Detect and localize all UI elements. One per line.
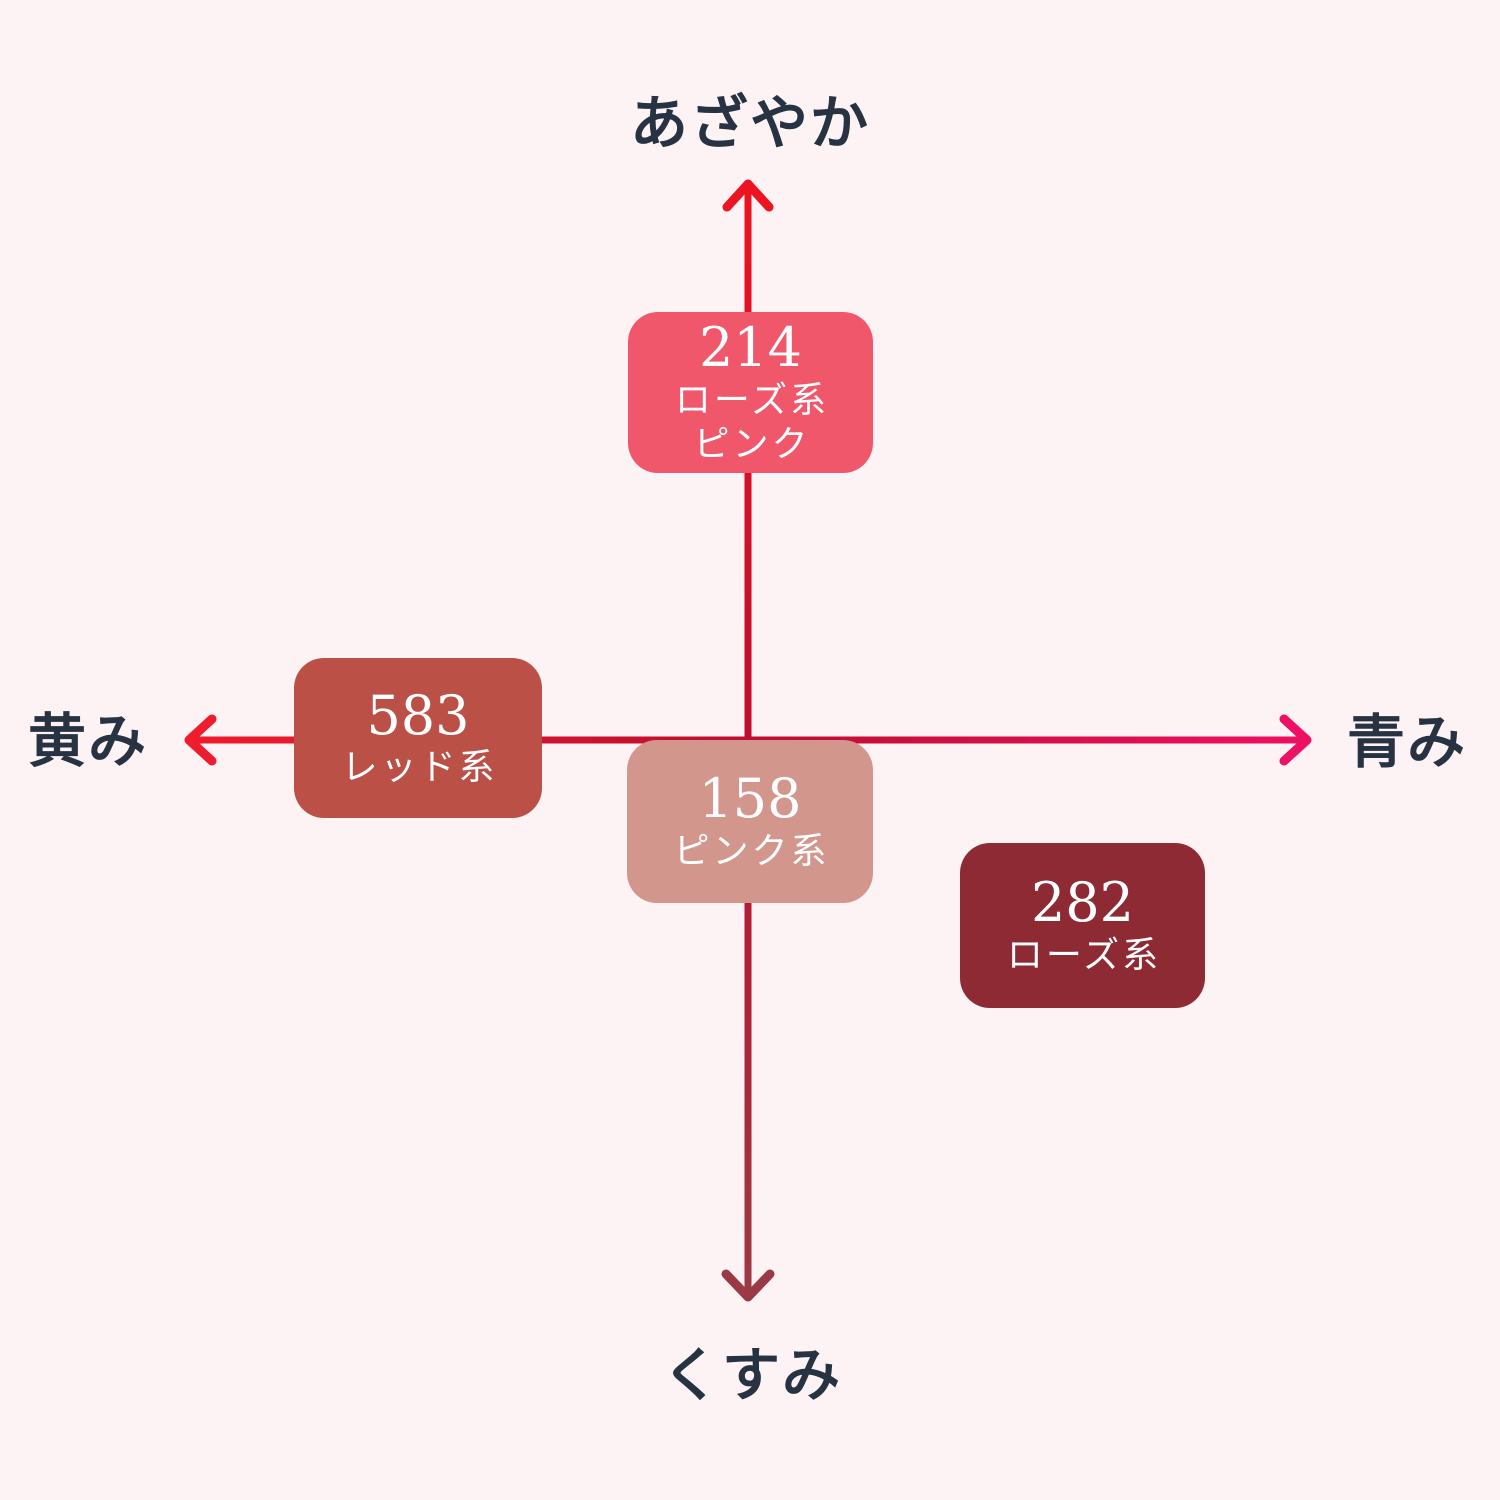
product-type-label: ローズ系 <box>1006 934 1162 976</box>
product-type-label: ピンク系 <box>673 830 830 872</box>
left-arrowhead-icon <box>184 714 217 766</box>
right-arrowhead-icon <box>1279 714 1312 766</box>
axis-label-vivid: あざやか <box>629 91 871 156</box>
product-type-label: レッド系 <box>341 747 498 789</box>
product-type-label-line2: ピンク <box>693 423 811 465</box>
product-badge-158: 158 ピンク系 <box>627 740 873 903</box>
product-badge-282: 282 ローズ系 <box>960 843 1205 1008</box>
axis-label-muted: くすみ <box>661 1343 843 1408</box>
down-arrowhead-icon <box>721 1269 775 1302</box>
up-arrowhead-icon <box>722 179 774 212</box>
product-number: 158 <box>698 767 802 831</box>
product-type-label: ローズ系 <box>674 379 830 421</box>
product-number: 583 <box>366 683 470 747</box>
product-number: 214 <box>698 316 803 380</box>
product-number: 282 <box>1030 871 1135 935</box>
product-badge-214: 214 ローズ系 ピンク <box>628 312 873 473</box>
axis-label-yellowish: 黄み <box>27 709 149 774</box>
axis-label-bluish: 青み <box>1346 710 1468 775</box>
product-badge-583: 583 レッド系 <box>294 658 542 818</box>
